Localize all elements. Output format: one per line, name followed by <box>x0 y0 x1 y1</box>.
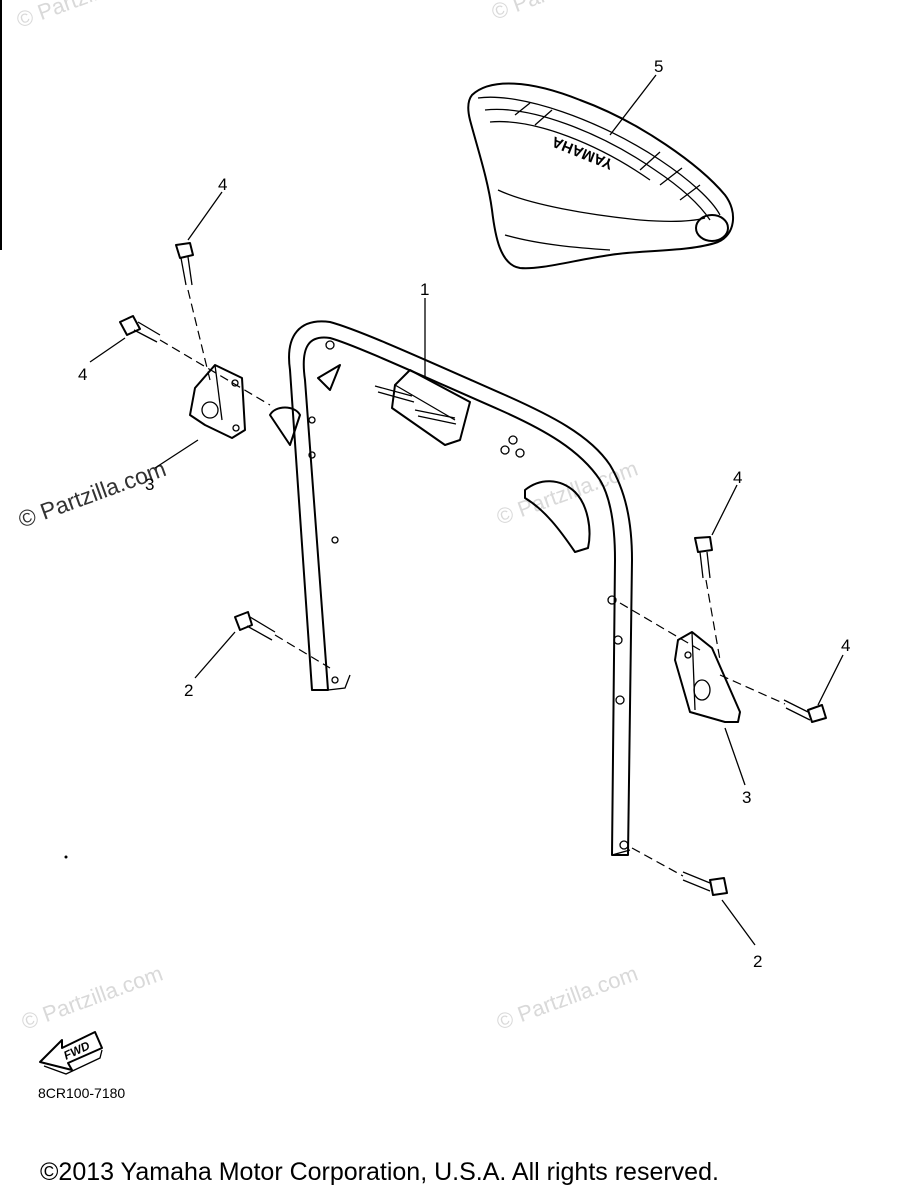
handle-pole <box>288 320 633 856</box>
watermarks: © Partzilla.com © Partzilla.com © Partzi… <box>13 0 641 1035</box>
watermark: © Partzilla.com <box>493 456 641 530</box>
bolt-2-left <box>234 611 276 641</box>
diagram-code: 8CR100-7180 <box>38 1085 126 1101</box>
callout-2-left: 2 <box>184 681 193 700</box>
callout-4-right-lower: 4 <box>841 636 850 655</box>
callout-4-top-left: 4 <box>218 175 227 194</box>
leader-lines <box>89 74 844 946</box>
callout-1: 1 <box>420 280 429 299</box>
callout-5: 5 <box>654 57 663 76</box>
bolt-4-right-lower <box>783 699 827 723</box>
copyright-notice: ©2013 Yamaha Motor Corporation, U.S.A. A… <box>40 1158 719 1186</box>
watermark: © Partzilla.com <box>18 961 166 1035</box>
assembly-lines <box>159 289 786 877</box>
watermark: © Partzilla.com <box>493 961 641 1035</box>
watermark: © Partzilla.com <box>488 0 636 25</box>
callout-2-right: 2 <box>753 952 762 971</box>
fwd-arrow: FWD <box>39 1031 103 1075</box>
callout-numbers: 1 5 4 4 3 4 4 3 2 2 <box>78 57 850 971</box>
callout-3-right: 3 <box>742 788 751 807</box>
bracket-right <box>674 631 741 723</box>
bolt-2-right <box>682 871 728 896</box>
speck <box>64 855 68 859</box>
callout-4-right-upper: 4 <box>733 468 742 487</box>
bolt-4-right-upper <box>694 536 713 579</box>
bracket-left <box>189 364 301 446</box>
bolt-4-mid-left <box>119 315 161 343</box>
seat-pad: YAMAHA <box>467 82 734 270</box>
callout-4-mid-left: 4 <box>78 365 87 384</box>
watermark: © Partzilla.com <box>13 0 161 33</box>
callout-3-left: 3 <box>145 475 154 494</box>
bolt-4-top-left <box>175 242 194 286</box>
